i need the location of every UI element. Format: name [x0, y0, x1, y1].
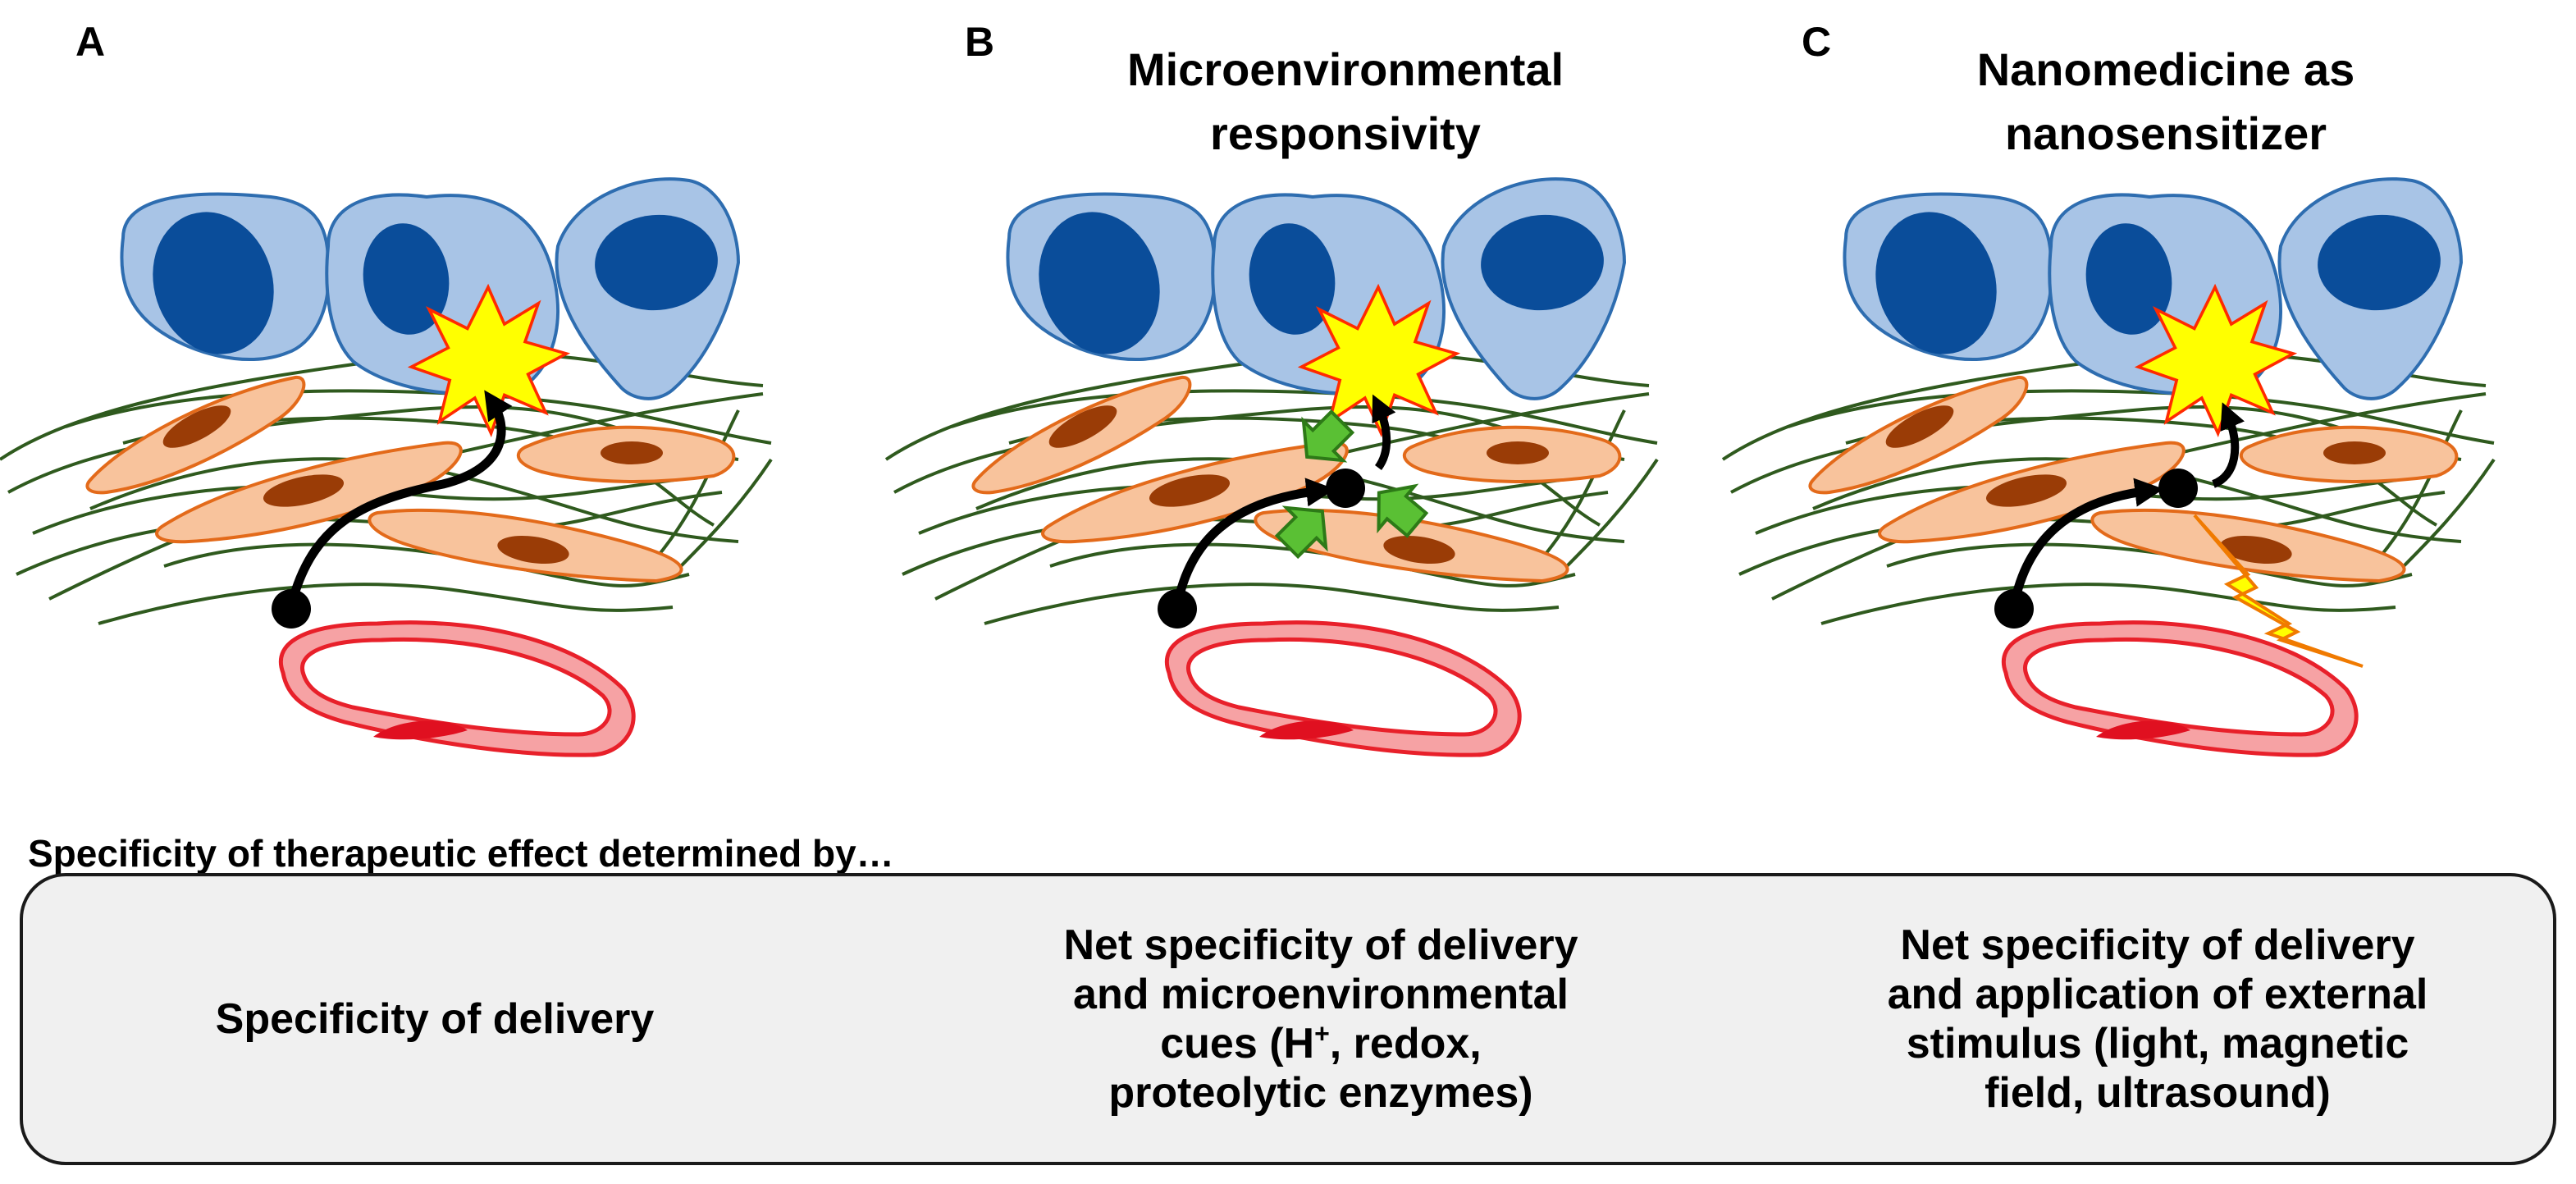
diagram-canvas	[0, 0, 2576, 821]
scene-c	[1723, 179, 2494, 755]
release-arrow	[1372, 394, 1396, 470]
caption: Specificity of therapeutic effect determ…	[28, 832, 894, 875]
microenvironment-cue-icon	[1274, 505, 1328, 560]
delivery-arrow-1	[1172, 478, 1336, 607]
microenvironment-cue-icon	[1301, 409, 1355, 463]
summary-c: Net specificity of delivery and applicat…	[1797, 873, 2519, 1165]
panel-title-b: Microenvironmental responsivity	[1034, 38, 1657, 166]
scene-b	[886, 179, 1657, 755]
panel-title-c-line1: Nanomedicine as	[1976, 43, 2355, 95]
panel-title-c-line2: nanosensitizer	[2004, 107, 2327, 159]
panel-letter-a: A	[75, 19, 106, 65]
nanoparticle-icon	[1326, 469, 1365, 508]
panel-letter-b: B	[965, 19, 995, 65]
summary-b-line4: proteolytic enzymes)	[1108, 1069, 1533, 1117]
summary-b-line1: Net specificity of delivery	[1063, 921, 1578, 969]
summary-a-text: Specificity of delivery	[215, 995, 655, 1043]
scene-a	[0, 179, 771, 755]
panel-letter-c: C	[1802, 19, 1832, 65]
summary-b-line2: and microenvironmental	[1073, 971, 1569, 1018]
delivery-arrow	[286, 390, 513, 607]
microenvironment-cue-icon	[1377, 483, 1429, 538]
lightning-bolt-icon	[2193, 514, 2364, 668]
summary-c-line4: field, ultrasound)	[1985, 1069, 2331, 1117]
nanoparticle-icon	[1158, 589, 1197, 629]
summary-box	[20, 873, 2556, 1165]
panel-title-c: Nanomedicine as nanosensitizer	[1854, 38, 2478, 166]
nanoparticle-icon	[1994, 589, 2034, 629]
summary-c-line1: Net specificity of delivery	[1900, 921, 2415, 969]
panel-title-b-line2: responsivity	[1210, 107, 1481, 159]
summary-b: Net specificity of delivery and microenv…	[960, 873, 1682, 1165]
release-arrow	[2211, 402, 2245, 488]
delivery-arrow-1	[2009, 478, 2164, 607]
summary-b-line3: cues (H+, redox,	[1160, 1018, 1482, 1067]
summary-c-line3: stimulus (light, magnetic	[1906, 1020, 2409, 1067]
summary-c-line2: and application of external	[1887, 971, 2428, 1018]
panel-title-b-line1: Microenvironmental	[1126, 43, 1564, 95]
nanoparticle-icon	[2158, 469, 2198, 508]
nanoparticle-icon	[272, 589, 311, 629]
summary-a: Specificity of delivery	[74, 873, 796, 1165]
